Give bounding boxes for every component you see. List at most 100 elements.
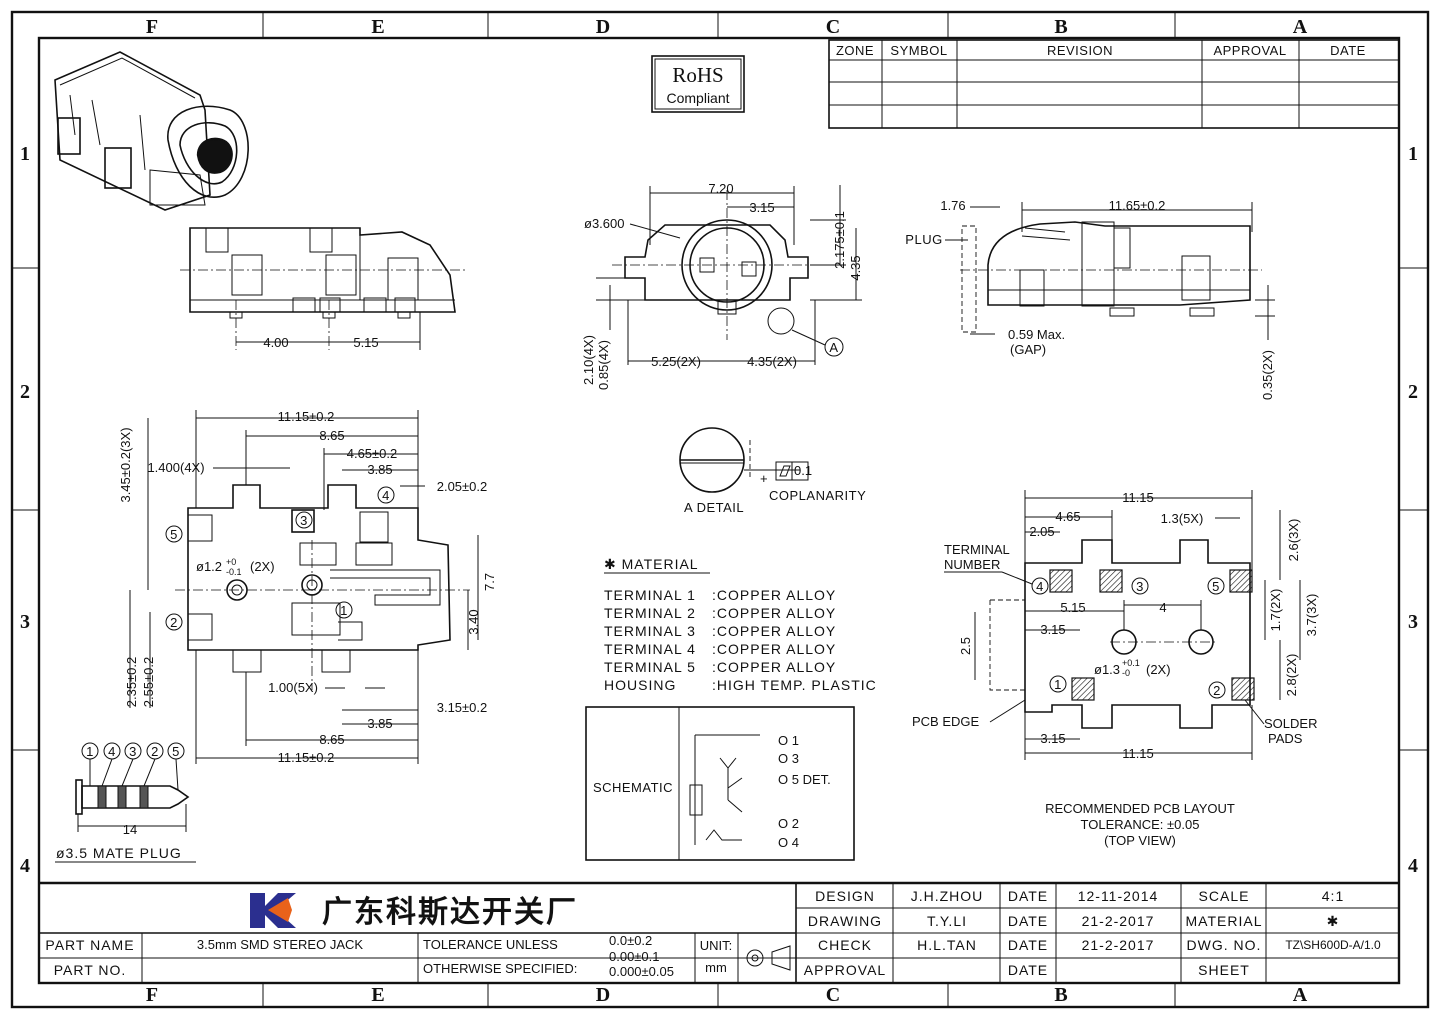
schematic-pin-2: O 2 xyxy=(778,816,799,831)
top-dim-385b: 3.85 xyxy=(367,716,392,731)
pcb-caption-1: RECOMMENDED PCB LAYOUT xyxy=(1045,801,1235,816)
zone-col-a-bottom: A xyxy=(1293,984,1308,1006)
top-dim-1115b: 11.15±0.2 xyxy=(278,750,335,765)
tb-date-label-2: DATE xyxy=(1008,913,1048,929)
end-dim-p1: 5.25(2X) xyxy=(651,354,701,369)
tb-check-label: CHECK xyxy=(818,937,872,953)
tb-date-1: 12-11-2014 xyxy=(1078,888,1159,904)
rev-header-zone: ZONE xyxy=(836,43,874,58)
top-dim-dia-qty: (2X) xyxy=(250,559,275,574)
tb-part-no-label: PART NO. xyxy=(54,962,127,978)
side-dim-gap: 0.59 Max. xyxy=(1008,327,1065,342)
top-dim-465: 4.65±0.2 xyxy=(347,446,398,461)
end-dim-h2: 4.35 xyxy=(848,255,863,280)
schematic: SCHEMATIC O 1 O 3 O 5 DET. O 2 O 4 xyxy=(585,706,855,861)
sheet-border xyxy=(10,10,1430,1009)
material-spec-5: :COPPER ALLOY xyxy=(712,659,836,675)
zone-row-1-right: 1 xyxy=(1408,143,1418,165)
pcb-terminal-2: 2 xyxy=(1213,683,1221,698)
pcb-dim-hole-tol-up: +0.1 xyxy=(1122,658,1140,668)
zone-col-e: E xyxy=(371,16,384,38)
end-dim-padw2: 0.85(4X) xyxy=(596,340,611,390)
a-detail-coplanarity: COPLANARITY xyxy=(769,488,866,503)
projection-symbol-icon xyxy=(742,945,791,971)
tb-tol-2: 0.00±0.1 xyxy=(609,949,660,964)
tb-scale-label: SCALE xyxy=(1199,888,1250,904)
rev-header-date: DATE xyxy=(1330,43,1366,58)
material-list: ✱ MATERIAL TERMINAL 1 :COPPER ALLOY TERM… xyxy=(604,556,877,693)
end-dim-h1: 2.175±0.1 xyxy=(832,211,847,269)
top-terminal-4: 4 xyxy=(382,488,390,503)
tb-unit: mm xyxy=(705,960,727,975)
tb-part-name-label: PART NAME xyxy=(45,937,134,953)
tb-design: J.H.ZHOU xyxy=(911,888,984,904)
zone-col-f-bottom: F xyxy=(146,984,158,1006)
top-view: 11.15±0.2 8.65 4.65±0.2 3.85 2.05±0.2 1.… xyxy=(118,409,497,765)
pcb-dim-465: 4.65 xyxy=(1055,509,1080,524)
pcb-dim-28: 2.8(2X) xyxy=(1284,654,1299,697)
tb-dwg: TZ\SH600D-A/1.0 xyxy=(1285,938,1381,952)
material-item-4: TERMINAL 4 xyxy=(604,641,696,657)
schematic-pin-3: O 3 xyxy=(778,751,799,766)
zone-row-3: 3 xyxy=(20,611,30,633)
end-dim-width: 7.20 xyxy=(708,181,733,196)
tb-tol-label-1: TOLERANCE UNLESS xyxy=(423,937,558,952)
material-spec-housing: :HIGH TEMP. PLASTIC xyxy=(712,677,877,693)
tb-dwg-label: DWG. NO. xyxy=(1187,937,1262,953)
schematic-pin-1: O 1 xyxy=(778,733,799,748)
material-item-1: TERMINAL 1 xyxy=(604,587,696,603)
zone-row-4-right: 4 xyxy=(1408,855,1418,877)
a-detail-plus: + xyxy=(760,471,768,486)
zone-col-c: C xyxy=(826,16,840,38)
a-detail: + 0.1 A DETAIL COPLANARITY xyxy=(679,427,866,515)
schematic-label: SCHEMATIC xyxy=(593,780,673,795)
pcb-dim-515: 5.15 xyxy=(1060,600,1085,615)
material-spec-2: :COPPER ALLOY xyxy=(712,605,836,621)
tb-tol-1: 0.0±0.2 xyxy=(609,933,652,948)
isometric-view xyxy=(54,51,249,211)
tb-material-label: MATERIAL xyxy=(1186,913,1263,929)
tb-material: ✱ xyxy=(1327,913,1340,929)
pcb-terminal-5: 5 xyxy=(1212,579,1220,594)
revision-table: ZONE SYMBOL REVISION APPROVAL DATE xyxy=(828,39,1400,129)
zone-labels: F E D C B A F E D C B A 1 2 3 4 1 2 3 4 xyxy=(20,16,1418,1006)
top-dim-205: 2.05±0.2 xyxy=(437,479,488,494)
pcb-terminal-number-label: TERMINAL xyxy=(944,542,1010,557)
rev-header-revision: REVISION xyxy=(1047,43,1113,58)
title-block: 广东科斯达开关厂 DESIGN J.H.ZHOU DATE 12-11-2014… xyxy=(39,881,1399,983)
material-title: ✱ MATERIAL xyxy=(604,556,699,572)
tb-unit-label: UNIT: xyxy=(700,938,733,953)
mate-plug-ring-2: 2 xyxy=(151,744,159,759)
top-terminal-5: 5 xyxy=(170,527,178,542)
zone-row-2-right: 2 xyxy=(1408,381,1418,403)
a-detail-title: A DETAIL xyxy=(684,500,744,515)
pcb-terminal-number-label2: NUMBER xyxy=(944,557,1000,572)
zone-col-e-bottom: E xyxy=(371,984,384,1006)
zone-col-c-bottom: C xyxy=(826,984,840,1006)
mate-plug-ring-5: 5 xyxy=(172,744,180,759)
mate-plug-ring-3: 3 xyxy=(129,744,137,759)
pcb-caption-2: TOLERANCE: ±0.05 xyxy=(1081,817,1200,832)
tb-date-3: 21-2-2017 xyxy=(1082,937,1155,953)
zone-row-2: 2 xyxy=(20,381,30,403)
side-dim-plug: 1.76 xyxy=(940,198,965,213)
pcb-edge-label: PCB EDGE xyxy=(912,714,980,729)
rev-header-approval: APPROVAL xyxy=(1213,43,1286,58)
pcb-dim-26: 2.6(3X) xyxy=(1286,519,1301,562)
top-dim-1400: 1.400(4X) xyxy=(147,460,204,475)
pcb-dim-w: 11.15 xyxy=(1122,490,1154,505)
top-dim-235: 2.35±0.2 xyxy=(124,657,139,708)
top-dim-dia-tol-up: +0 xyxy=(226,557,236,567)
top-dim-315: 3.15±0.2 xyxy=(437,700,488,715)
top-terminal-2: 2 xyxy=(170,615,178,630)
pcb-caption-3: (TOP VIEW) xyxy=(1104,833,1176,848)
top-dim-340: 3.40 xyxy=(466,609,481,634)
pcb-solder-label2: PADS xyxy=(1268,731,1303,746)
pcb-dim-315b: 3.15 xyxy=(1040,731,1065,746)
top-terminal-3: 3 xyxy=(300,513,308,528)
tb-date-label-3: DATE xyxy=(1008,937,1048,953)
zone-col-f: F xyxy=(146,16,158,38)
end-dim-p2: 4.35(2X) xyxy=(747,354,797,369)
zone-col-b: B xyxy=(1054,16,1067,38)
tb-tol-label-2: OTHERWISE SPECIFIED: xyxy=(423,961,577,976)
